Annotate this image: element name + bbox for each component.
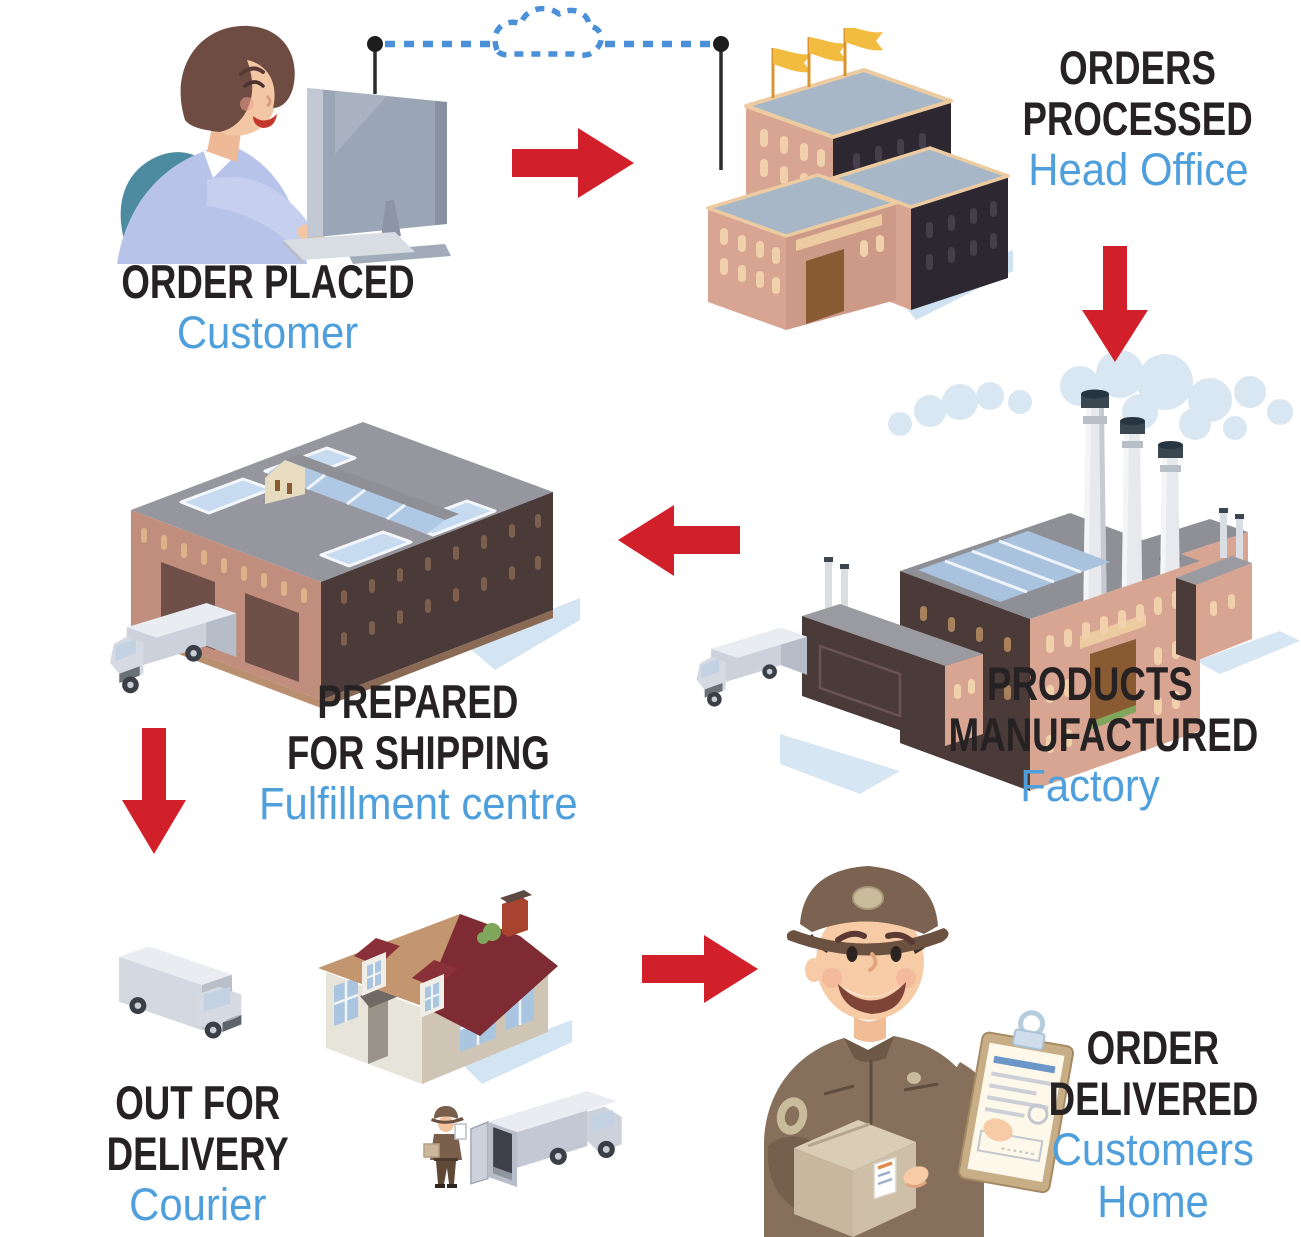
- stage-heading: ORDER: [1086, 1021, 1220, 1074]
- warehouse-building-illustration: [131, 422, 580, 708]
- courier-with-van-illustration: [423, 1106, 467, 1188]
- open-cargo-door: [493, 1127, 512, 1181]
- chimney: [502, 897, 528, 937]
- dormer: [412, 960, 458, 1018]
- stage-subtitle: Home: [1097, 1176, 1209, 1227]
- hair: [180, 25, 295, 132]
- stage-label-order-placed: ORDER PLACED Customer: [58, 256, 478, 359]
- computer-monitor: [307, 88, 447, 238]
- stage-heading: OUT FOR: [115, 1076, 280, 1129]
- stage-label-products-manufactured: PRODUCTS MANUFACTURED Factory: [905, 658, 1275, 812]
- arrow-left-icon: [618, 505, 740, 576]
- stage-subtitle: Factory: [1020, 760, 1160, 811]
- stage-label-out-for-delivery: OUT FOR DELIVERY Courier: [20, 1077, 375, 1231]
- delivery-truck-icon: [119, 946, 242, 1039]
- delivery-truck-icon: [110, 603, 237, 694]
- dormer: [354, 938, 400, 996]
- courier-van-illustration: [470, 1091, 622, 1188]
- stage-heading: DELIVERY: [106, 1127, 289, 1180]
- arrow-down-icon: [1082, 246, 1148, 362]
- stage-subtitle: Fulfillment centre: [258, 778, 578, 829]
- factory-building-illustration: [780, 350, 1300, 794]
- stage-label-orders-processed: ORDERS PROCESSED Head Office: [975, 42, 1301, 196]
- arrow-down-icon: [122, 728, 186, 854]
- stage-subtitle: Customers: [1051, 1124, 1255, 1175]
- stage-heading: DELIVERED: [1048, 1072, 1258, 1125]
- factory-door: [1090, 639, 1136, 725]
- stage-heading: PREPARED: [317, 675, 519, 728]
- stage-heading: PRODUCTS: [987, 657, 1193, 710]
- stage-subtitle: Courier: [128, 1179, 267, 1230]
- clipboard: [957, 1010, 1075, 1194]
- stage-subtitle: Customer: [177, 307, 359, 358]
- delivery-man-with-parcel-illustration: [764, 866, 1075, 1237]
- roof-flags: [771, 28, 883, 98]
- delivery-truck-icon: [696, 627, 807, 707]
- cloud-network-link-icon: [367, 6, 729, 170]
- stage-label-prepared-for-shipping: PREPARED FOR SHIPPING Fulfillment centre: [238, 676, 598, 830]
- stage-heading: FOR SHIPPING: [286, 726, 550, 779]
- arrow-right-icon: [642, 935, 758, 1003]
- loading-bay: [245, 593, 299, 682]
- stage-heading: MANUFACTURED: [948, 708, 1259, 761]
- stage-heading: ORDERS: [1059, 41, 1217, 94]
- keyboard: [283, 232, 415, 260]
- parcel-box: [794, 1120, 916, 1171]
- stage-heading: ORDER PLACED: [121, 255, 415, 308]
- head-office-building-illustration: [706, 28, 1013, 330]
- house-illustration: [318, 890, 572, 1084]
- stage-label-order-delivered: ORDER DELIVERED Customers Home: [1005, 1022, 1301, 1228]
- stage-subtitle: Head Office: [1027, 144, 1249, 195]
- entrance-door: [806, 249, 844, 324]
- stage-heading: PROCESSED: [1022, 92, 1254, 145]
- arrow-right-icon: [512, 128, 634, 198]
- front-door: [368, 998, 388, 1064]
- customer-at-computer-illustration: [117, 25, 451, 264]
